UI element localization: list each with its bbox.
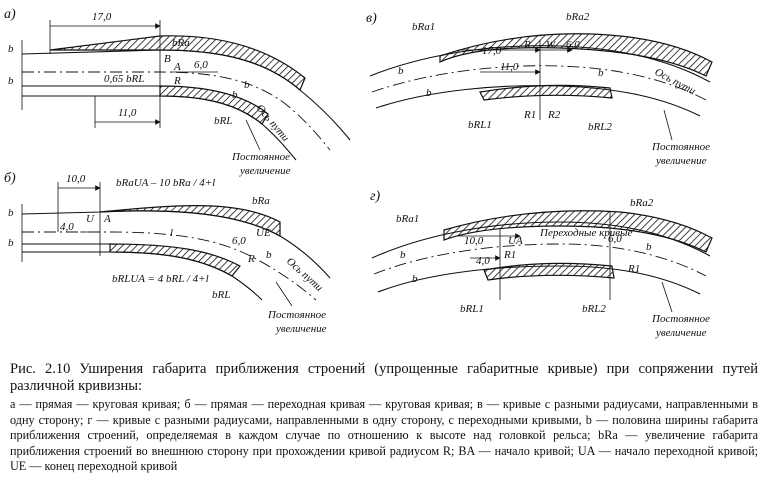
panel-v-label: bRL2 bbox=[588, 121, 612, 133]
panel-b-letter: б) bbox=[4, 171, 16, 186]
panel-v-dim-mid: 11,0 bbox=[500, 61, 519, 73]
panel-v-label: b bbox=[398, 65, 404, 77]
panel-b-dim-top: 10,0 bbox=[66, 173, 86, 185]
panel-g-label: b bbox=[646, 241, 652, 253]
panel-v-label: R1 bbox=[523, 109, 536, 121]
panel-a-label: b bbox=[232, 89, 238, 101]
panel-a-label: 6,0 bbox=[194, 59, 208, 71]
panel-a-label: B bbox=[164, 53, 171, 65]
panel-a-label: R bbox=[173, 75, 181, 87]
panel-a: а) 17,0 11,0 b b B A R 6,0 0,65 bRL bRa … bbox=[4, 7, 351, 177]
panel-v-note: Постоянное bbox=[651, 141, 710, 153]
panel-b-label: A bbox=[103, 213, 111, 225]
panel-g-dim-small: 4,0 bbox=[476, 255, 490, 267]
panel-a-dim-bottom: 11,0 bbox=[118, 107, 137, 119]
panel-b-label: 6,0 bbox=[232, 235, 246, 247]
panel-v-note: увеличение bbox=[655, 155, 707, 167]
panel-g-note: Постоянное bbox=[651, 313, 710, 325]
panel-a-label: A bbox=[173, 61, 181, 73]
panel-b-note: Постоянное bbox=[267, 309, 326, 321]
panel-b: б) 10,0 4,0 bRaUA – 10 bRa / 4+l bRLUA =… bbox=[4, 171, 331, 335]
panel-a-label: b bbox=[8, 75, 14, 87]
figure-drawing: а) 17,0 11,0 b b B A R 6,0 0,65 bRL bRa … bbox=[4, 7, 713, 339]
panel-a-label: b bbox=[244, 79, 250, 91]
panel-g-note: увеличение bbox=[655, 327, 707, 339]
panel-a-label: bRL bbox=[214, 115, 232, 127]
panel-b-dim-small: 4,0 bbox=[60, 221, 74, 233]
panel-b-label: l bbox=[170, 227, 173, 239]
caption-title: Рис. 2.10 Уширения габарита приближения … bbox=[10, 361, 758, 394]
panel-v-label: 6,0 bbox=[566, 39, 580, 51]
panel-b-label: R bbox=[247, 253, 255, 265]
panel-b-label: b bbox=[8, 237, 14, 249]
panel-b-label: b bbox=[266, 249, 272, 261]
panel-v-label: b bbox=[426, 87, 432, 99]
panel-g-label: b bbox=[412, 273, 418, 285]
panel-v-label: b bbox=[598, 67, 604, 79]
panel-g-label: R1 bbox=[503, 249, 516, 261]
panel-b-label: U bbox=[86, 213, 95, 225]
panel-a-label: bRa bbox=[172, 37, 190, 49]
panel-g-label: bRL2 bbox=[582, 303, 606, 315]
panel-v-label: R bbox=[523, 39, 531, 51]
panel-a-note: Постоянное bbox=[231, 151, 290, 163]
panel-b-label: bRL bbox=[212, 289, 230, 301]
panel-b-formula-bottom: bRLUA = 4 bRL / 4+l bbox=[112, 273, 209, 285]
panel-g: г) 10,0 4,0 bRa1 bRa2 UA R1 R1 6,0 b b b… bbox=[370, 189, 713, 339]
panel-v-letter: в) bbox=[366, 11, 377, 26]
panel-g-label: UA bbox=[508, 235, 523, 247]
panel-a-axis-label: Ось пути bbox=[254, 102, 292, 144]
panel-b-formula-top: bRaUA – 10 bRa / 4+l bbox=[116, 177, 215, 189]
panel-v-label: bRa2 bbox=[566, 11, 590, 23]
panel-b-label: UE bbox=[256, 227, 271, 239]
panel-v-label: W bbox=[546, 39, 556, 51]
panel-g-label: bRa2 bbox=[630, 197, 654, 209]
panel-g-transition-label: Переходные кривые bbox=[539, 227, 633, 239]
panel-g-label: R1 bbox=[627, 263, 640, 275]
panel-v-axis-label: Ось пути bbox=[653, 66, 698, 98]
panel-a-dim-top: 17,0 bbox=[92, 11, 112, 23]
panel-a-label: b bbox=[8, 43, 14, 55]
panel-b-axis-label: Ось пути bbox=[284, 255, 325, 294]
panel-v: в) 17,0 11,0 bRa1 bRa2 R W 6,0 b b b R1 … bbox=[366, 11, 713, 167]
panel-g-label: bRL1 bbox=[460, 303, 484, 315]
panel-v-label: bRL1 bbox=[468, 119, 492, 131]
panel-g-letter: г) bbox=[370, 189, 380, 204]
panel-b-note: увеличение bbox=[275, 323, 327, 335]
panel-b-label: bRa bbox=[252, 195, 270, 207]
figure-caption: Рис. 2.10 Уширения габарита приближения … bbox=[10, 361, 758, 475]
panel-a-note: увеличение bbox=[239, 165, 291, 177]
panel-g-label: b bbox=[400, 249, 406, 261]
panel-v-label: R2 bbox=[547, 109, 561, 121]
panel-v-label: bRa1 bbox=[412, 21, 435, 33]
panel-b-label: b bbox=[8, 207, 14, 219]
panel-g-label: 6,0 bbox=[608, 233, 622, 245]
panel-a-label: 0,65 bRL bbox=[104, 73, 144, 85]
panel-a-letter: а) bbox=[4, 7, 16, 22]
panel-v-dim-top: 17,0 bbox=[482, 45, 502, 57]
panel-g-label: bRa1 bbox=[396, 213, 419, 225]
caption-legend: а — прямая — круговая кривая; б — прямая… bbox=[10, 397, 758, 473]
panel-g-dim-top: 10,0 bbox=[464, 235, 484, 247]
